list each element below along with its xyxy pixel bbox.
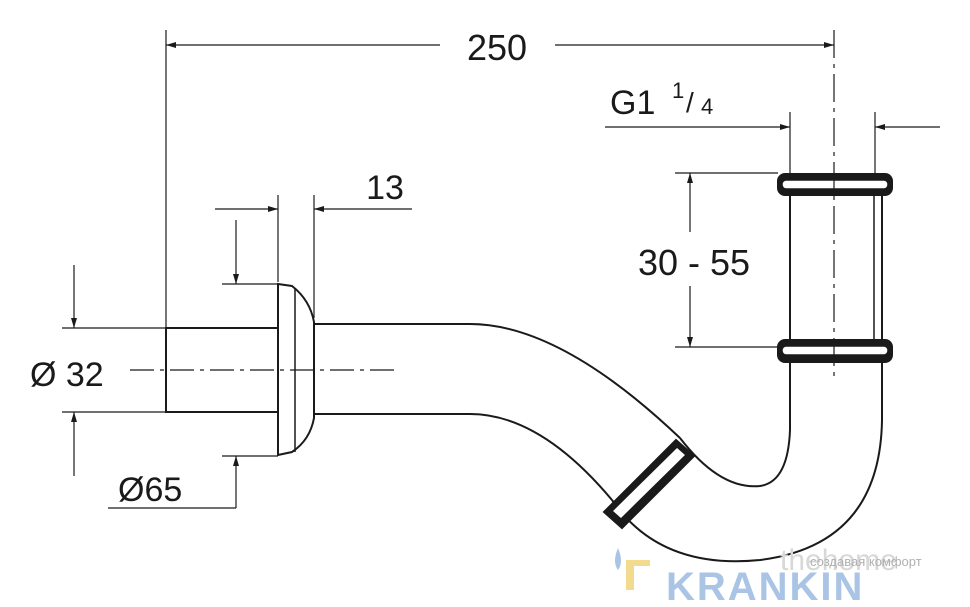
dim-pipe-diameter-label: Ø 32 bbox=[30, 356, 104, 394]
watermark-faint-text: thehome bbox=[780, 544, 897, 577]
dim-flange-thickness bbox=[215, 195, 412, 318]
riser-tube bbox=[789, 192, 883, 344]
center-lines bbox=[130, 30, 835, 380]
siphon-body bbox=[165, 173, 893, 563]
dim-thread-denominator: 4 bbox=[701, 94, 713, 119]
dim-height-range bbox=[675, 172, 778, 348]
dim-thread-slash: / bbox=[686, 87, 694, 118]
watermark-tagline: создавая комфорт bbox=[810, 554, 922, 569]
dim-rosette-diameter bbox=[108, 220, 278, 509]
watermark-brand: KRANKIN bbox=[666, 565, 864, 607]
dim-overall-length-label: 250 bbox=[467, 27, 527, 68]
water-drop-icon bbox=[615, 548, 621, 570]
dim-pipe-diameter bbox=[62, 265, 166, 476]
dim-flange-thickness-label: 13 bbox=[366, 169, 404, 207]
u-bend bbox=[611, 360, 883, 563]
dim-overall-length bbox=[165, 30, 834, 328]
faucet-icon bbox=[626, 560, 650, 590]
dim-thread bbox=[605, 112, 940, 176]
dim-height-range-label: 30 - 55 bbox=[638, 242, 750, 283]
dim-thread-numerator: 1 bbox=[672, 78, 684, 103]
dim-thread-main: G1 bbox=[610, 84, 655, 122]
dim-rosette-diameter-label: Ø65 bbox=[118, 471, 182, 509]
drain-pipe bbox=[314, 323, 681, 439]
watermark: thehome создавая комфорт KRANKIN bbox=[615, 544, 922, 607]
